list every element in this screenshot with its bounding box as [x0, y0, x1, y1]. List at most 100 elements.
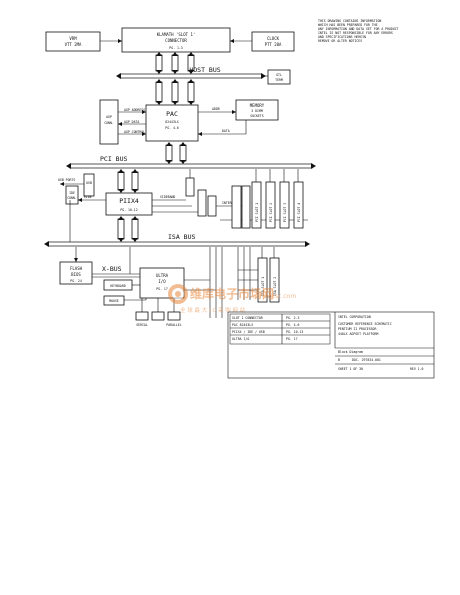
piix4-isa-links: [117, 216, 139, 242]
sheet-number: SHEET 1 OF 30: [338, 367, 363, 371]
title-block: INTEL CORPORATION CUSTOMER REFERENCE SCH…: [227, 311, 435, 379]
piix4-block: PIIX4 PG. 10-12: [105, 192, 153, 216]
memory-label: MEMORY: [250, 103, 265, 108]
slot1-label: KLAMATH 'SLOT 1': [157, 32, 196, 37]
pci-slot-3: PCI SLOT 3: [279, 169, 290, 229]
watermark: 维库电子市场网 www.dzsc.com 全 球 最 大 I C 采 购 网 站: [168, 284, 296, 314]
agp-connector-block: AGP CONN.: [99, 99, 119, 145]
pci-bus: PCI BUS: [66, 155, 316, 169]
isa-slot-label: ISA SLOT 1: [261, 277, 265, 296]
memory-sub2: SOCKETS: [250, 114, 264, 118]
pac-pci-links: [165, 142, 187, 164]
pac-memory-links: ADDR DATA: [198, 107, 247, 136]
pci-slot-label: PCI SLOT 4: [297, 203, 301, 222]
ultra-io-sub: I/O: [158, 279, 166, 284]
flash-bios-block: FLASH BIOS PG. 24: [59, 261, 93, 285]
sheet-title: Block Diagram: [338, 350, 363, 354]
piix4-ref: PG. 10-12: [120, 208, 137, 212]
gtl-label: GTL: [276, 73, 282, 77]
pci-slot-1: PCI SLOT 1: [251, 169, 262, 229]
isa-slot-label: ISA SLOT 2: [273, 277, 277, 296]
note-line: THIS DRAWING CONTAINS INFORMATION: [318, 19, 381, 23]
flash-label: FLASH: [70, 266, 83, 271]
department-name: CUSTOMER REFERENCE SCHEMATIC: [338, 322, 392, 326]
vrm-label: VRM: [69, 36, 77, 41]
table-cell: PG. 17: [286, 337, 298, 341]
table-cell: PG. 2-3: [286, 316, 300, 320]
pci-slot-label: PCI SLOT 1: [255, 203, 259, 222]
host-pac-links: [155, 79, 195, 105]
mem-addr-label: ADDR: [212, 107, 220, 111]
watermark-sub: 全 球 最 大 I C 采 购 网 站: [180, 306, 246, 314]
parallel-label: PARALLEL: [166, 323, 181, 327]
serial-parallel-ports: SERIAL PARALLEL: [135, 311, 182, 327]
mouse-block: MOUSE: [103, 295, 125, 306]
table-cell: PG. 10-13: [286, 330, 303, 334]
isa-slot-2: ISA SLOT 2: [269, 247, 280, 303]
pac-block: PAC 82443LX PG. 4-6: [145, 104, 199, 142]
note-line: INTEL IS NOT RESPONSIBLE FOR ANY ERRORS: [318, 31, 393, 35]
host-bus-label: HOST BUS: [189, 66, 220, 74]
agp-label: AGP: [106, 115, 112, 119]
size-field: B: [338, 358, 340, 362]
memory-block: MEMORY 3 DIMM SOCKETS: [235, 99, 279, 121]
clock-sub: PTT 20A: [265, 42, 282, 47]
pci-piix4-links: [117, 169, 139, 193]
agp-address-label: AGP ADDRESS: [124, 108, 145, 112]
note-line: REMOVE OR ALTER NOTICES: [318, 39, 362, 43]
watermark-name: 维库电子市场网: [190, 286, 274, 301]
pac-label: PAC: [166, 110, 178, 118]
pci-slot-2: PCI SLOT 2: [265, 169, 276, 229]
sideband-label: SIDEBAND: [160, 195, 175, 199]
pci-slot-label: PCI SLOT 2: [269, 203, 273, 222]
table-cell: SLOT 1 CONNECTOR: [232, 316, 263, 320]
usb-ports-label: USB PORTS: [58, 178, 75, 182]
description-line: 440LX AGPSET PLATFORM: [338, 332, 378, 336]
pac-part: 82443LX: [165, 120, 179, 124]
page-index-table: SLOT 1 CONNECTOR PG. 2-3 PAC 82443LX PG.…: [229, 313, 331, 345]
gtl-term-block: GTL TERM: [267, 69, 291, 85]
doc-number: DOC. 297834-001: [352, 358, 381, 362]
usb-label: USB: [86, 181, 92, 185]
vrm-sub: VTT 2MA: [65, 42, 82, 47]
x-bus-label: X-BUS: [102, 265, 122, 273]
company-name: INTEL CORPORATION: [338, 315, 371, 319]
pci-slot-label: PCI SLOT 3: [283, 203, 287, 222]
agp-links: AGP ADDRESS AGP DATA AGP CONTROL: [118, 108, 146, 136]
memory-sub: 3 DIMM: [251, 109, 263, 113]
drawing-notes: THIS DRAWING CONTAINS INFORMATION WHICH …: [318, 19, 399, 43]
piix4-label: PIIX4: [119, 197, 139, 205]
ide-sub: CONN.: [67, 196, 77, 200]
vrm-block: VRM VTT 2MA: [45, 31, 101, 52]
agp-control-label: AGP CONTROL: [124, 130, 145, 134]
clock-label: CLOCK: [267, 36, 280, 41]
slot1-sub: CONNECTOR: [165, 38, 187, 43]
ultra-io-label: ULTRA: [156, 273, 169, 278]
isa-bus: ISA BUS: [44, 233, 310, 247]
agp-data-label: AGP DATA: [124, 120, 139, 124]
pci-slot-group: PCI SLOT 1 PCI SLOT 2 PCI SLOT 3 PCI SLO…: [220, 169, 308, 229]
pac-ref: PG. 4-6: [165, 126, 179, 130]
clock-block: CLOCK PTT 20A: [251, 31, 295, 52]
eide-label: EIDE: [84, 195, 92, 199]
isa-bus-label: ISA BUS: [168, 233, 195, 241]
table-cell: PIIX4 / IDE / USB: [232, 330, 265, 334]
host-bus: HOST BUS: [116, 66, 266, 79]
table-cell: ULTRA I/O: [232, 337, 249, 341]
note-line: ANY INFORMATION AND DATA SET FOR A PRODU…: [318, 27, 399, 31]
serial-label: SERIAL: [136, 323, 148, 327]
agp-sub: CONN.: [104, 121, 114, 125]
slot1-ref: PG. 1-3: [169, 46, 183, 50]
note-line: WHICH HAS BEEN PREPARED FOR THE: [318, 23, 378, 27]
keyboard-label: KEYBOARD: [110, 284, 125, 288]
description-line: PENTIUM II PROCESSOR: [338, 327, 376, 331]
watermark-url: www.dzsc.com: [252, 293, 296, 300]
ide-label: IDE: [69, 191, 75, 195]
isa-slot-group: ISA SLOT 1 ISA SLOT 2: [257, 247, 280, 303]
gtl-sub: TERM: [275, 78, 283, 82]
mem-data-label: DATA: [222, 129, 230, 133]
flash-sub: BIOS: [71, 272, 81, 277]
mouse-label: MOUSE: [109, 299, 119, 303]
slot1-block: KLAMATH 'SLOT 1' CONNECTOR PG. 1-3: [121, 27, 231, 53]
